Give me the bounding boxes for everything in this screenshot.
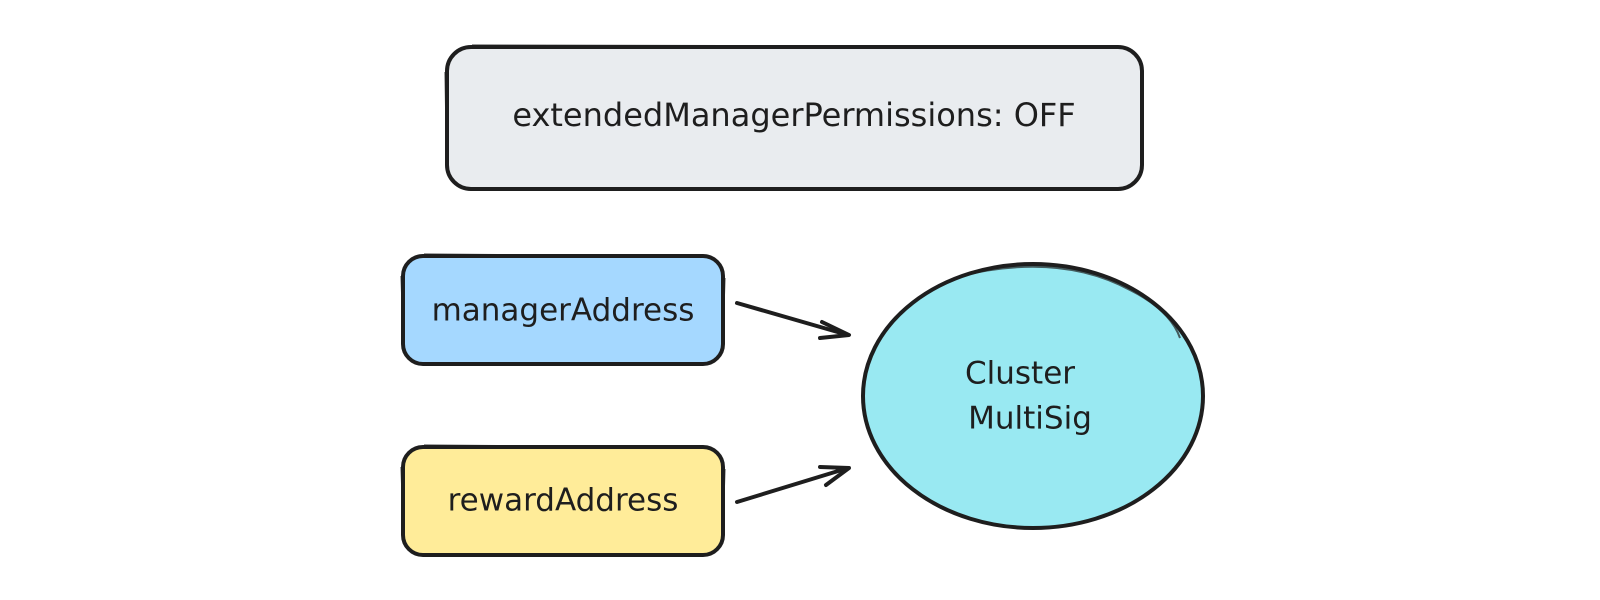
arrow-reward-to-cluster-head <box>818 465 851 487</box>
manager-address-label: managerAddress <box>432 293 695 329</box>
reward-address-box-sketch-stroke <box>400 444 726 538</box>
arrow-manager-to-cluster-head <box>818 320 851 340</box>
cluster-multisig-label-line1: Cluster <box>965 356 1075 392</box>
settings-box-sketch-stroke <box>444 44 1144 191</box>
settings-box: extendedManagerPermissions: OFF <box>444 44 1144 191</box>
reward-address-label: rewardAddress <box>448 483 679 519</box>
arrow-manager-to-cluster <box>735 301 851 340</box>
manager-address-box: managerAddress <box>400 253 726 366</box>
cluster-multisig-label-line2: MultiSig <box>968 401 1092 437</box>
arrow-reward-to-cluster-line <box>735 466 850 504</box>
arrow-manager-to-cluster-line <box>735 301 850 337</box>
manager-address-box-sketch-stroke <box>400 253 726 347</box>
cluster-multisig-shape <box>861 262 1205 530</box>
arrow-reward-to-cluster <box>735 465 851 504</box>
cluster-multisig-sketch-stroke <box>959 265 1181 339</box>
reward-address-box: rewardAddress <box>400 444 726 557</box>
cluster-multisig-node: Cluster MultiSig <box>861 262 1205 530</box>
settings-box-label: extendedManagerPermissions: OFF <box>512 96 1075 134</box>
